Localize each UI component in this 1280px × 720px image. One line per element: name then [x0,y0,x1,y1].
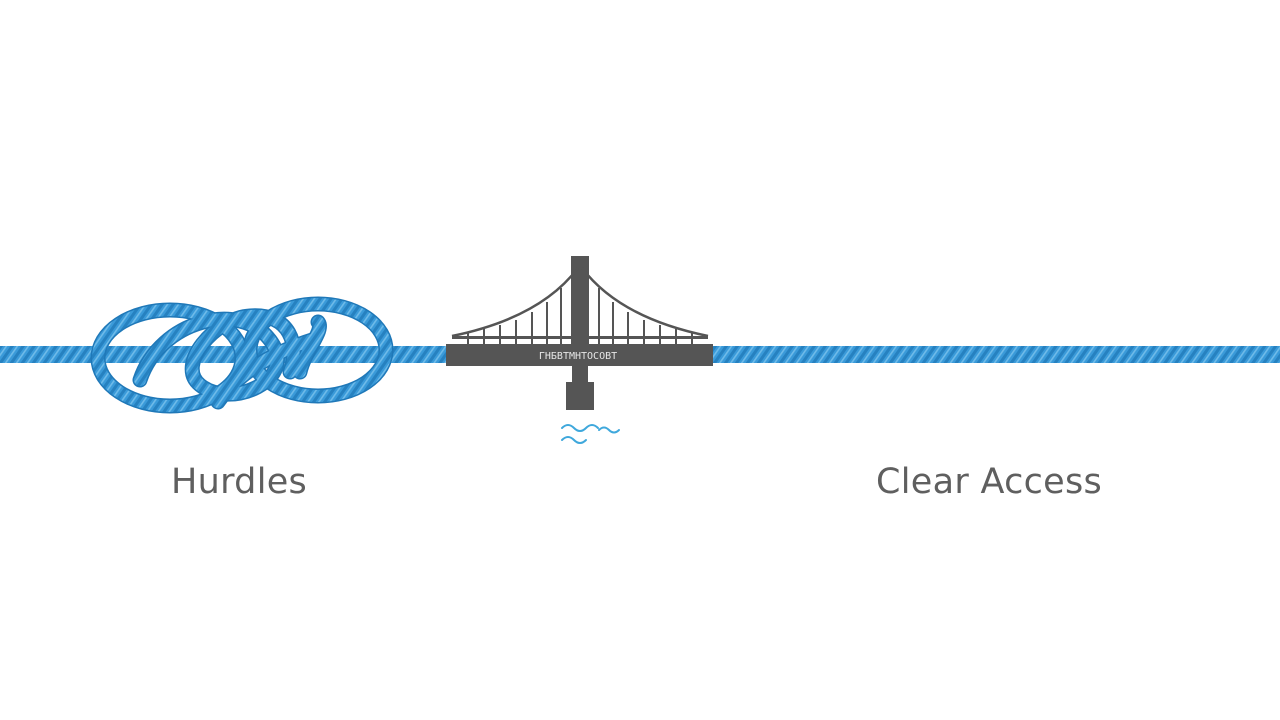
water-waves-icon [561,424,620,444]
clear-access-label: Clear Access [876,462,1103,502]
bridge-deck-text: ГНБВТМНТОСОВТ [539,351,617,362]
hurdles-label: Hurdles [171,462,308,502]
bridge-deck [446,344,713,366]
bridge-tower [571,256,589,346]
bridge-pier [566,382,594,410]
rope-right [712,346,1280,363]
tangled-rope-knot-icon [90,296,394,414]
suspension-bridge-icon: ГНБВТМНТОСОВТ [446,256,713,410]
rope-left [0,346,450,363]
